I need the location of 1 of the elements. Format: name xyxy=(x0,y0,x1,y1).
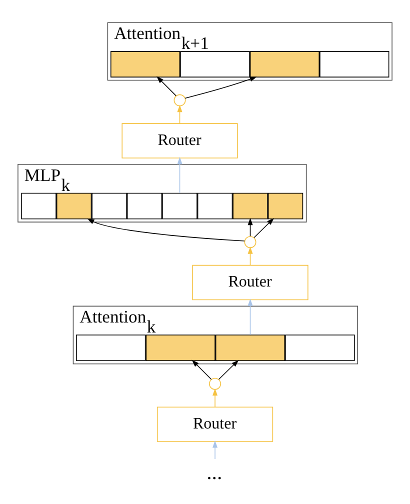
node-text: ... xyxy=(206,460,222,484)
